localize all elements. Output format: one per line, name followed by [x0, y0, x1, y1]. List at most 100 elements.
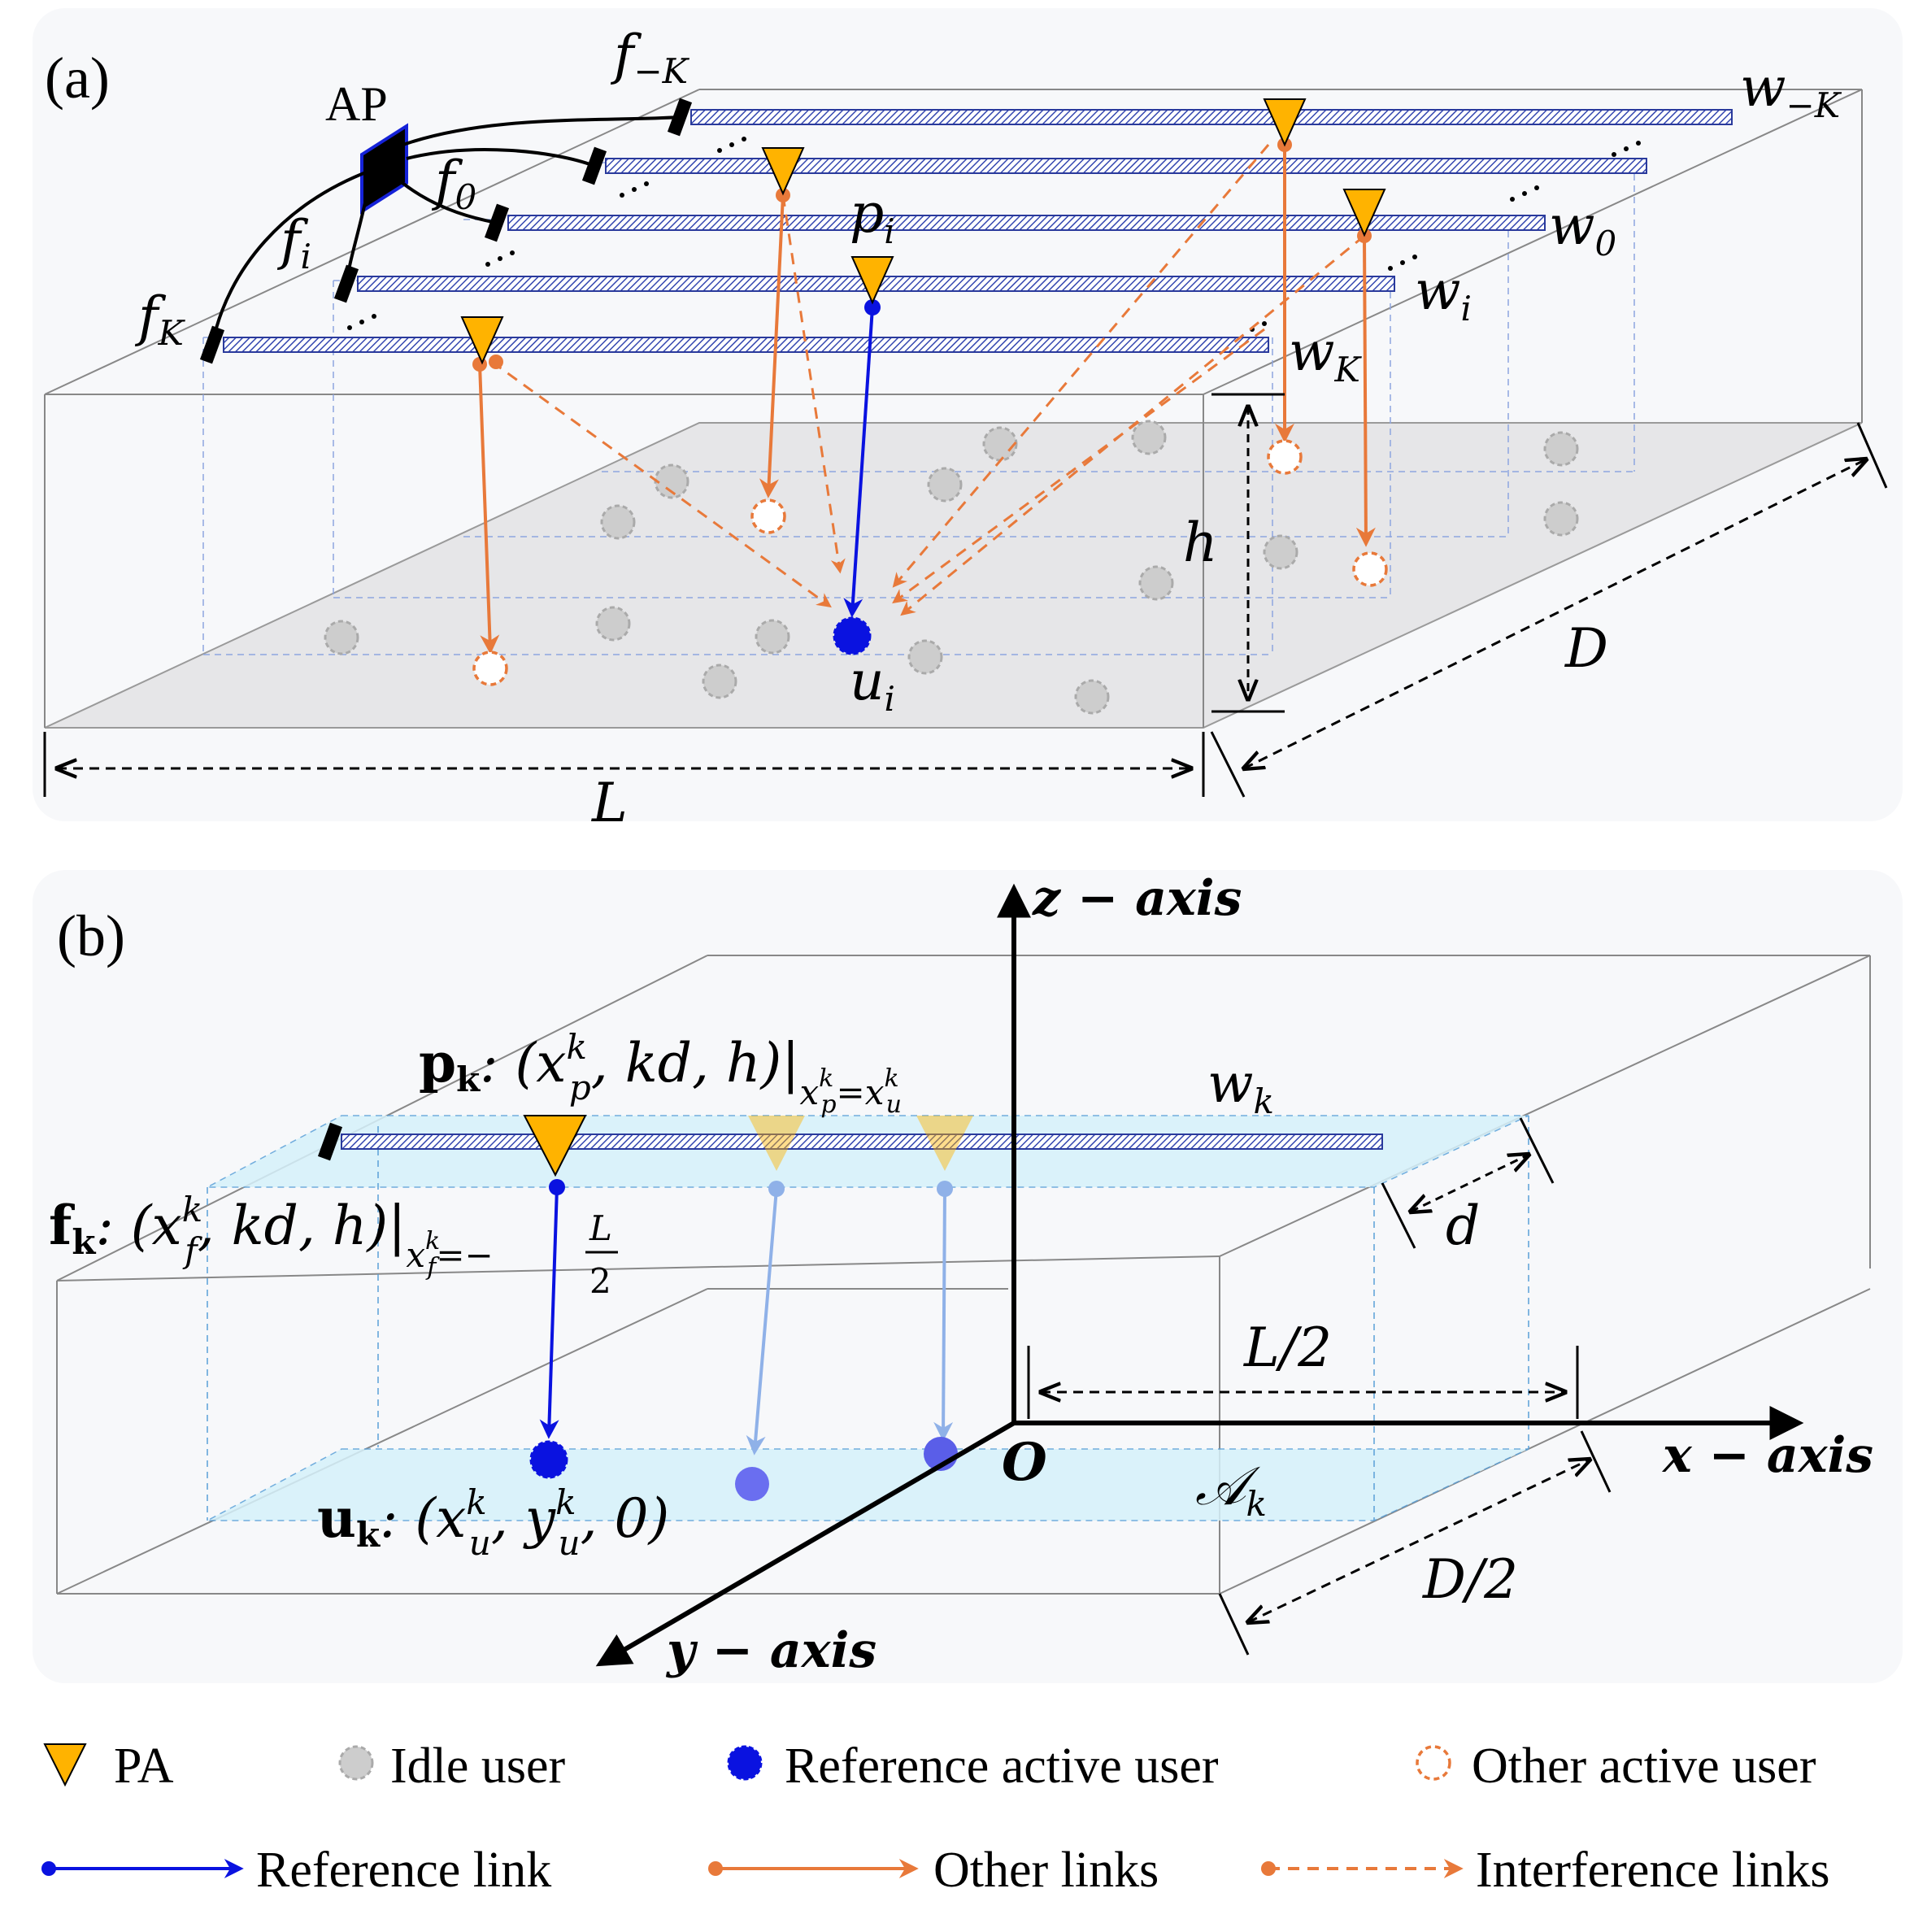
- idle-user: [1131, 420, 1167, 455]
- z-axis-label: z − axis: [1032, 870, 1242, 927]
- label-wK: wK: [1289, 320, 1363, 389]
- idle-user: [1074, 679, 1110, 715]
- idle-user: [907, 639, 943, 675]
- legend-pa-label: PA: [114, 1738, 174, 1794]
- feed-point-fk: [317, 1122, 343, 1161]
- cables: [211, 115, 681, 346]
- panel-a: (a) AP f−K f0 fi fK w−K w0 wi wK pi ui h…: [33, 8, 1903, 834]
- reference-link-b: [539, 1186, 559, 1439]
- legend-idle-icon: [338, 1745, 374, 1781]
- label-D: D: [1564, 617, 1608, 680]
- ellipsis-dots: [347, 137, 1641, 332]
- access-point: [360, 123, 408, 215]
- pa-active: [523, 1115, 587, 1177]
- pa-triangle: [1342, 189, 1386, 237]
- feed-labels: f−K f0 fi fK: [134, 24, 690, 353]
- reference-active-user: [833, 616, 872, 655]
- waveguide-w-minus-K: [690, 109, 1733, 125]
- reference-user-uk: [529, 1440, 568, 1479]
- dimension-L-half: [1027, 1346, 1579, 1419]
- pinching-antennas: [460, 98, 1386, 365]
- legend-other-user-icon: [1416, 1745, 1451, 1781]
- panel-b: (b) z − axis x − axis y − axis O pk: (xk…: [33, 870, 1903, 1683]
- label-D-half: D/2: [1422, 1548, 1518, 1611]
- panel-a-label: (a): [45, 46, 110, 111]
- legend-other-user-label: Other active user: [1472, 1738, 1816, 1794]
- reference-link-source-dot: [864, 299, 881, 315]
- idle-user: [324, 620, 359, 655]
- region-Ak-label: 𝒜k: [1195, 1455, 1267, 1524]
- idle-user: [1263, 534, 1298, 570]
- dimension-d: [1381, 1117, 1555, 1249]
- pa-candidate: [748, 1116, 805, 1171]
- room-box-edges: [44, 89, 1863, 728]
- panel-b-label: (b): [57, 903, 125, 968]
- candidate-link-dot: [937, 1181, 953, 1197]
- other-active-user: [1352, 551, 1388, 587]
- idle-user: [1543, 431, 1579, 467]
- label-f-minus-K: f−K: [610, 24, 690, 91]
- label-w0: w0: [1549, 194, 1616, 263]
- panel-b-background: [33, 870, 1903, 1683]
- label-d: d: [1446, 1194, 1480, 1257]
- label-h: h: [1183, 511, 1218, 574]
- pa-triangle: [460, 316, 504, 365]
- legend-ref-link-label: Reference link: [256, 1843, 551, 1898]
- reference-link: [843, 307, 874, 618]
- dimension-D: [1210, 422, 1888, 798]
- reference-link-b-dot: [549, 1179, 565, 1195]
- waveguide-w-plus: [605, 158, 1647, 174]
- y-axis: [595, 1421, 1016, 1667]
- waveguide-labels: w−K w0 wi wK: [1289, 56, 1842, 389]
- candidate-user: [735, 1467, 769, 1501]
- other-active-user: [472, 651, 508, 686]
- y-axis-label: y − axis: [665, 1622, 877, 1679]
- legend-other-links-label: Other links: [933, 1843, 1159, 1898]
- origin-label: O: [1002, 1432, 1047, 1493]
- x-axis-label: x − axis: [1661, 1427, 1873, 1484]
- pa-triangle: [1263, 98, 1307, 147]
- wk-label: wk: [1207, 1052, 1274, 1121]
- other-links: [478, 145, 1376, 655]
- dimension-L: [43, 732, 1205, 797]
- idle-user: [755, 619, 790, 655]
- dimension-D-half: [1218, 1430, 1612, 1656]
- idle-user: [702, 664, 737, 699]
- idle-user: [1138, 565, 1174, 601]
- pa-triangle: [761, 147, 805, 196]
- label-ui: ui: [850, 650, 895, 719]
- ap-label: AP: [325, 77, 388, 131]
- label-pi: pi: [850, 182, 895, 251]
- legend-ref-user-icon: [727, 1745, 763, 1781]
- fk-frac-den: 2: [589, 1261, 611, 1301]
- label-wi: wi: [1415, 259, 1472, 329]
- label-L: L: [591, 772, 628, 834]
- waveguide-w0: [507, 215, 1546, 231]
- other-active-user: [1267, 439, 1303, 475]
- candidate-links: [746, 1188, 954, 1456]
- pa-candidate: [916, 1116, 973, 1171]
- idle-user: [600, 504, 636, 540]
- interference-links: [491, 144, 1365, 616]
- idle-user: [595, 606, 631, 642]
- idle-user: [1543, 501, 1579, 537]
- waveguide-wk: [341, 1134, 1383, 1150]
- pa-triangle: [850, 256, 894, 305]
- legend: PA Idle user Reference active user Other…: [41, 1738, 1829, 1898]
- legend-idle-label: Idle user: [390, 1738, 566, 1794]
- idle-user: [927, 467, 963, 503]
- label-w-minus-K: w−K: [1740, 56, 1842, 125]
- label-L-half: L/2: [1243, 1316, 1332, 1379]
- other-active-user: [750, 498, 786, 534]
- candidate-pa-positions: [748, 1116, 973, 1171]
- fk-frac-num: L: [589, 1208, 612, 1248]
- legend-pa-icon: [43, 1743, 87, 1787]
- waveguide-wK: [223, 337, 1269, 353]
- top-region-plane: [207, 1115, 1529, 1188]
- legend-interf-links-label: Interference links: [1476, 1843, 1829, 1898]
- candidate-link-dot: [768, 1181, 785, 1197]
